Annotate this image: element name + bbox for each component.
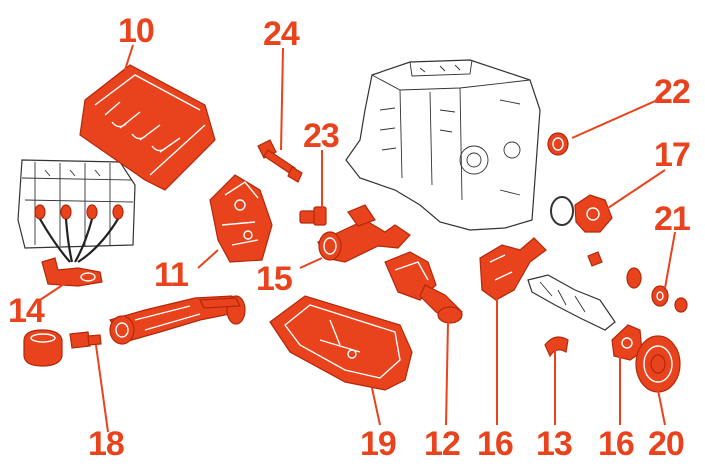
oil-filter-icon xyxy=(23,329,102,367)
pulley-icon xyxy=(635,335,681,393)
timing-cover-icon xyxy=(479,237,547,301)
oil-pump-icon xyxy=(384,251,463,324)
upper-crankcase-icon xyxy=(79,64,216,191)
callout-labels: 10 24 23 22 17 21 11 15 14 18 19 12 16 1… xyxy=(8,12,691,463)
callout-12: 12 xyxy=(424,425,460,463)
seal-ring-icon xyxy=(651,285,688,313)
crankshaft-icon xyxy=(527,251,642,331)
engine-block-icon xyxy=(345,59,541,231)
seal-housing-icon xyxy=(611,324,643,361)
callout-23: 23 xyxy=(303,117,339,155)
water-outlet-icon xyxy=(317,204,411,263)
callout-20: 20 xyxy=(648,425,684,463)
bearing-cap-icon xyxy=(41,257,103,287)
callout-17: 17 xyxy=(654,136,690,174)
callout-11: 11 xyxy=(154,256,188,294)
callout-24: 24 xyxy=(263,15,300,53)
callout-22: 22 xyxy=(654,73,690,111)
callout-16b: 16 xyxy=(598,425,634,463)
callout-19: 19 xyxy=(360,425,396,463)
plug-icon xyxy=(299,206,327,226)
bracket-icon xyxy=(209,174,273,263)
callout-16a: 16 xyxy=(477,425,513,463)
callout-13: 13 xyxy=(536,425,572,463)
bearing-shell-icon xyxy=(544,336,569,358)
water-pump-icon xyxy=(550,194,613,233)
callout-15: 15 xyxy=(256,260,292,298)
connecting-rod-set-icon xyxy=(109,295,246,345)
callout-10: 10 xyxy=(118,12,154,50)
cylinder-block-detail-icon xyxy=(17,159,136,263)
callout-21: 21 xyxy=(654,200,690,238)
oil-pan-icon xyxy=(269,295,413,391)
sleeve-icon xyxy=(547,132,569,156)
leader-lines xyxy=(39,44,676,433)
callout-18: 18 xyxy=(88,425,124,463)
callout-14: 14 xyxy=(8,292,45,330)
bolt-icon xyxy=(257,139,303,183)
